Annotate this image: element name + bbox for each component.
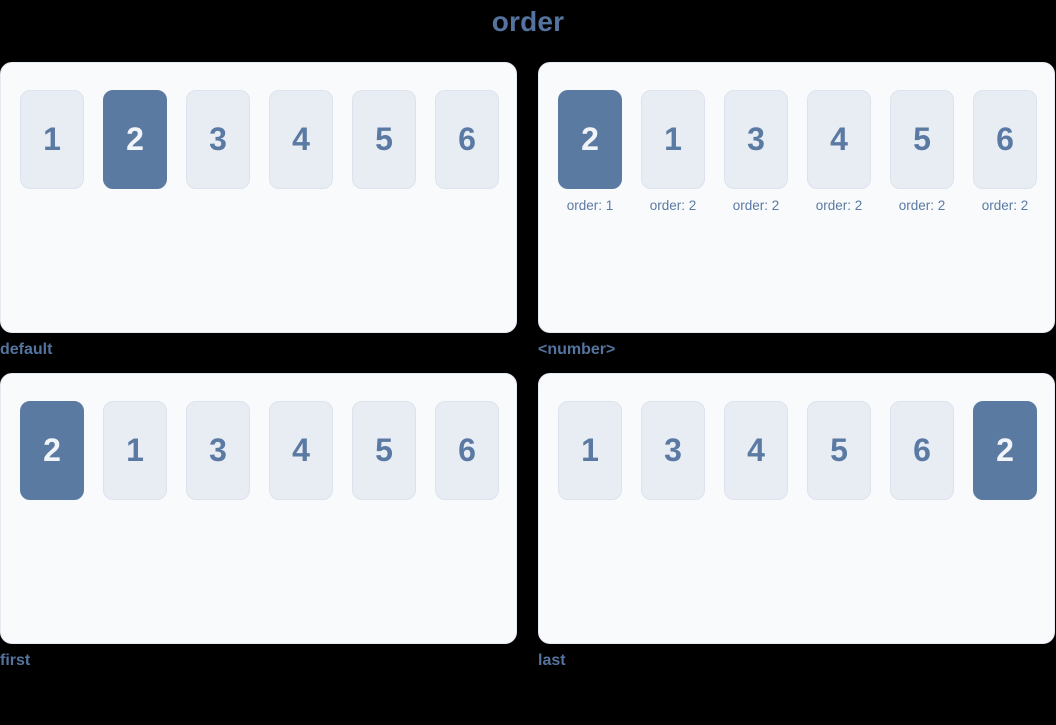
panel-cell-last: 1 3 4 5 6 2 last xyxy=(538,373,1055,684)
panel-cell-default: 1 2 3 4 5 6 default xyxy=(0,62,517,373)
flex-item: 4 order: 2 xyxy=(807,90,871,213)
flex-box: 3 xyxy=(186,401,250,500)
panel-caption-default: default xyxy=(0,341,53,358)
flex-box: 3 xyxy=(641,401,705,500)
page: order 1 2 3 4 5 6 default 2 order: 1 xyxy=(0,4,1056,725)
panel-caption-number: <number> xyxy=(538,341,616,358)
panel-first: 2 1 3 4 5 6 xyxy=(0,373,517,644)
flex-box: 4 xyxy=(724,401,788,500)
flex-box: 6 xyxy=(435,401,499,500)
panel-default: 1 2 3 4 5 6 xyxy=(0,62,517,333)
flex-box: 5 xyxy=(352,401,416,500)
panel-caption-first: first xyxy=(0,652,31,669)
flex-box: 5 xyxy=(807,401,871,500)
flex-box: 1 xyxy=(103,401,167,500)
panel-caption-last: last xyxy=(538,652,566,669)
flex-box-highlighted: 2 xyxy=(973,401,1037,500)
flex-box: 4 xyxy=(807,90,871,189)
flex-item: 5 order: 2 xyxy=(890,90,954,213)
order-value-label: order: 1 xyxy=(566,198,614,213)
flex-item: 2 order: 1 xyxy=(558,90,622,213)
flex-box: 4 xyxy=(269,401,333,500)
panel-grid: 1 2 3 4 5 6 default 2 order: 1 1 order: … xyxy=(0,62,1055,684)
order-value-label: order: 2 xyxy=(981,198,1029,213)
page-title: order xyxy=(491,6,565,37)
flex-box: 6 xyxy=(890,401,954,500)
flex-item: 1 order: 2 xyxy=(641,90,705,213)
flex-box-highlighted: 2 xyxy=(558,90,622,189)
flex-item: 3 order: 2 xyxy=(724,90,788,213)
flex-box: 1 xyxy=(20,90,84,189)
panel-last: 1 3 4 5 6 2 xyxy=(538,373,1055,644)
flex-box: 5 xyxy=(352,90,416,189)
order-value-label: order: 2 xyxy=(815,198,863,213)
order-value-label: order: 2 xyxy=(898,198,946,213)
flex-box: 6 xyxy=(435,90,499,189)
panel-cell-first: 2 1 3 4 5 6 first xyxy=(0,373,517,684)
flex-item: 6 order: 2 xyxy=(973,90,1037,213)
flex-box-highlighted: 2 xyxy=(103,90,167,189)
panel-cell-number: 2 order: 1 1 order: 2 3 order: 2 4 order… xyxy=(538,62,1055,373)
flex-box: 6 xyxy=(973,90,1037,189)
flex-box: 1 xyxy=(558,401,622,500)
flex-box: 3 xyxy=(186,90,250,189)
order-value-label: order: 2 xyxy=(732,198,780,213)
flex-box: 1 xyxy=(641,90,705,189)
order-value-label: order: 2 xyxy=(649,198,697,213)
flex-box: 4 xyxy=(269,90,333,189)
flex-box: 5 xyxy=(890,90,954,189)
flex-box-highlighted: 2 xyxy=(20,401,84,500)
panel-number: 2 order: 1 1 order: 2 3 order: 2 4 order… xyxy=(538,62,1055,333)
flex-box: 3 xyxy=(724,90,788,189)
